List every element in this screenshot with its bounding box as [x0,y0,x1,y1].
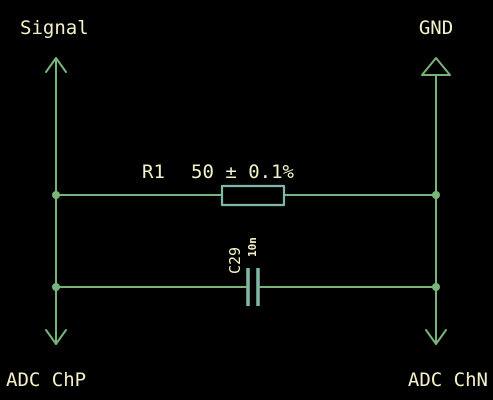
signal-arrow-icon [45,57,67,73]
resistor-body [220,184,286,207]
gnd-label: GND [419,17,453,39]
junction-dot [432,283,440,291]
adc-chp-label: ADC ChP [6,369,86,391]
resistor-ref-label: R1 [142,161,165,183]
resistor-value-label: 50 ± 0.1% [191,161,295,183]
junction-dot [52,283,60,291]
signal-label: Signal [20,17,89,39]
gnd-triangle-icon [421,57,451,76]
adc-chn-label: ADC ChN [408,369,488,391]
capacitor-value-label: 10n [246,237,259,257]
adc-chp-arrow-icon [45,329,67,345]
junction-dot [432,191,440,199]
capacitor-ref-label: C29 [226,247,244,274]
adc-chn-arrow-icon [425,329,447,345]
junction-dot [52,191,60,199]
